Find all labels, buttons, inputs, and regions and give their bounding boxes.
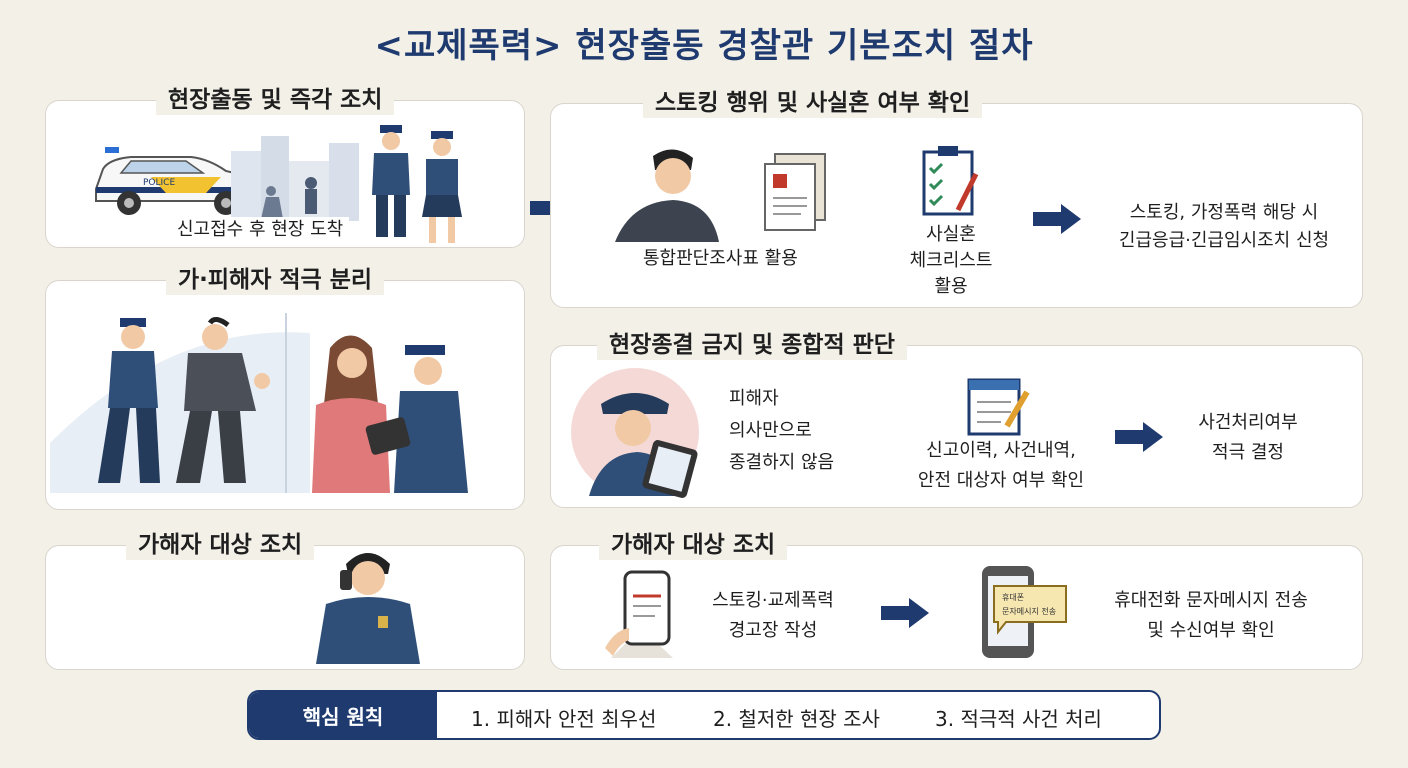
city-silhouette: [231, 136, 359, 221]
officer-male-icon: [372, 125, 410, 237]
phone-warning-icon: [605, 570, 673, 658]
checklist-icon: [922, 146, 979, 216]
stalking-result-line1: 스토킹, 가정폭력 해당 시: [1129, 202, 1319, 223]
arrow-right-icon: [881, 598, 929, 628]
offender-result-line2: 및 수신여부 확인: [1147, 620, 1275, 641]
victim-icon: [312, 335, 390, 493]
officer-phone-icon: [316, 553, 420, 664]
notepad-icon: [967, 378, 1030, 436]
document-icon: [764, 153, 826, 231]
offender-item1-line1: 스토킹·교제폭력: [712, 590, 834, 611]
principle-3: 3. 적극적 사건 처리: [935, 707, 1102, 731]
officer-female-icon: [422, 131, 462, 243]
stalking-item2-line3: 활용: [934, 276, 968, 297]
offender-result-line1: 휴대전화 문자메시지 전송: [1114, 590, 1308, 611]
officer-escort-icon: [98, 318, 160, 483]
arrival-caption: 신고접수 후 현장 도착: [171, 217, 350, 243]
svg-text:POLICE: POLICE: [143, 178, 175, 188]
judgment-item2-line2: 안전 대상자 여부 확인: [917, 470, 1085, 491]
svg-text:문자메시지 전송: 문자메시지 전송: [1002, 606, 1056, 616]
card-separation: 가·피해자 적극 분리: [45, 265, 525, 510]
arrow-right-icon: [1033, 204, 1081, 234]
stalking-result-line2: 긴급응급·긴급임시조치 신청: [1118, 230, 1330, 251]
arrow-right-icon: [1115, 422, 1163, 452]
card-offender: 가해자 대상 조치 스토킹·교제폭력 경고장 작성 휴대폰 문자메시지 전송 휴…: [550, 530, 1363, 670]
card-offender-left: 가해자 대상 조치: [45, 530, 525, 670]
card-stalking: 스토킹 행위 및 사실혼 여부 확인 통합판단조사표 활용 사실혼 체크리스트 …: [550, 88, 1363, 308]
card-judgment-title: 현장종결 금지 및 종합적 판단: [597, 330, 907, 360]
judgment-item1-line2: 의사만으로: [729, 420, 812, 441]
principle-1: 1. 피해자 안전 최우선: [471, 707, 657, 731]
police-car-icon: POLICE: [95, 147, 260, 215]
card-arrival-title: 현장출동 및 즉각 조치: [156, 85, 395, 115]
stalking-item2-line2: 체크리스트: [909, 250, 993, 271]
offender-icon: [176, 317, 270, 483]
principles-label: 핵심 원칙: [249, 692, 437, 738]
mobile-message-icon: 휴대폰 문자메시지 전송: [982, 566, 1067, 658]
card-stalking-title: 스토킹 행위 및 사실혼 여부 확인: [643, 88, 983, 118]
separation-illustration: [50, 313, 468, 493]
judgment-item1-line3: 종결하지 않음: [729, 452, 835, 473]
principles-bar: 핵심 원칙 1. 피해자 안전 최우선 2. 철저한 현장 조사 3. 적극적 …: [247, 690, 1161, 740]
card-offender-title: 가해자 대상 조치: [599, 530, 788, 560]
angry-man-icon: [615, 149, 719, 242]
card-offender-left-title: 가해자 대상 조치: [126, 530, 315, 560]
judgment-item1-line1: 피해자: [729, 388, 779, 409]
officer-tablet-icon: [571, 368, 699, 498]
card-arrival: 현장출동 및 즉각 조치 POLICE 신고접수 후 현장 도착: [45, 85, 525, 248]
card-judgment: 현장종결 금지 및 종합적 판단 피해자 의사만으로 종결하지 않음 신고이력,…: [550, 330, 1363, 508]
judgment-result-line1: 사건처리여부: [1198, 412, 1298, 433]
svg-text:휴대폰: 휴대폰: [1002, 593, 1024, 602]
page-title: <교제폭력> 현장출동 경찰관 기본조치 절차: [374, 26, 1034, 66]
judgment-result-line2: 적극 결정: [1212, 442, 1284, 463]
offender-item1-line2: 경고장 작성: [728, 620, 818, 641]
card-separation-title: 가·피해자 적극 분리: [166, 265, 385, 295]
principle-2: 2. 철저한 현장 조사: [713, 707, 880, 731]
stalking-item1: 통합판단조사표 활용: [643, 248, 798, 269]
judgment-item2-line1: 신고이력, 사건내역,: [926, 440, 1076, 461]
stalking-item2-line1: 사실혼: [926, 224, 976, 245]
officer-tablet-icon: [365, 345, 468, 493]
